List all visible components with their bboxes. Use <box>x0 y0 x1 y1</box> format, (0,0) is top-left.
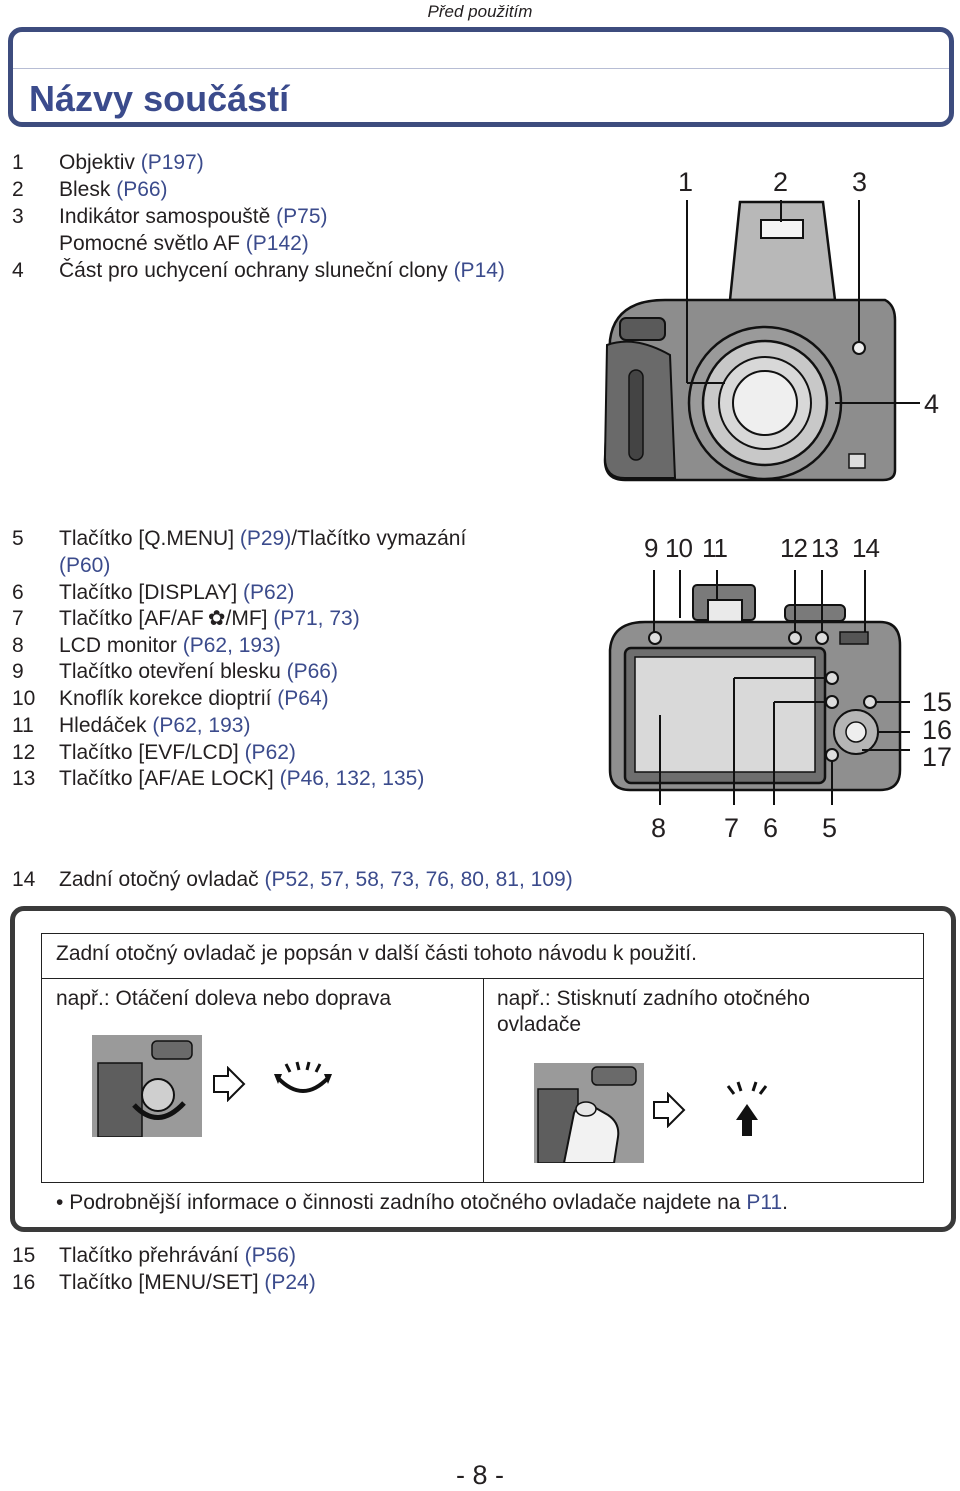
callout-1: 1 <box>678 167 694 197</box>
page-ref[interactable]: (P46, 132, 135) <box>279 767 425 790</box>
item-number: 12 <box>12 741 36 764</box>
section-header: Před použitím <box>427 2 533 21</box>
item-text: Tlačítko [AF/AF ✿/MF] <box>59 607 268 630</box>
page-ref[interactable]: (P62, 193) <box>152 714 251 737</box>
item-number: 11 <box>12 714 34 737</box>
item-text: LCD monitor <box>59 634 177 657</box>
callout-9: 9 <box>644 533 659 563</box>
title-rule <box>13 68 949 69</box>
item-number: 6 <box>12 581 24 604</box>
item-number: 5 <box>12 527 24 550</box>
table-divider <box>483 978 484 1182</box>
page-ref[interactable]: P11 <box>746 1191 783 1214</box>
item-text: Pomocné světlo AF <box>59 232 240 255</box>
page-ref[interactable]: (P56) <box>244 1244 296 1267</box>
page-ref[interactable]: (P52, 57, 58, 73, 76, 80, 81, 109) <box>264 868 573 891</box>
note-bullet-text: Podrobnější informace o činnosti zadního… <box>69 1191 741 1214</box>
callout-13: 13 <box>811 533 839 563</box>
note-table <box>41 933 924 1183</box>
callout-17: 17 <box>922 742 953 772</box>
callout-11: 11 <box>702 533 728 563</box>
arrow-right-icon <box>213 1066 246 1102</box>
page-ref[interactable]: (P29) <box>239 527 292 550</box>
item-text: Tlačítko [AF/AE LOCK] <box>59 767 274 790</box>
page-ref[interactable]: (P142) <box>245 232 309 255</box>
callout-3: 3 <box>852 167 868 197</box>
callout-2: 2 <box>773 167 789 197</box>
note-bullet: • Podrobnější informace o činnosti zadní… <box>56 1191 788 1214</box>
item-number: 9 <box>12 660 24 683</box>
callout-10: 10 <box>665 533 693 563</box>
callout-4: 4 <box>924 389 940 419</box>
item-text: Blesk <box>59 178 111 201</box>
page-number: - 8 - <box>455 1460 504 1490</box>
item-text: Tlačítko [EVF/LCD] <box>59 741 239 764</box>
item-number: 10 <box>12 687 36 710</box>
item-text: Tlačítko přehrávání <box>59 1244 239 1267</box>
item-number: 14 <box>12 868 36 891</box>
press-arrow-icon <box>726 1081 768 1136</box>
note-heading: Zadní otočný ovladač je popsán v další č… <box>56 942 697 965</box>
item-number: 7 <box>12 607 24 630</box>
item-text: Část pro uchycení ochrany sluneční clony <box>59 259 448 282</box>
callout-8: 8 <box>651 813 667 843</box>
note-box <box>10 906 956 1232</box>
item-text: Indikátor samospouště <box>59 205 271 228</box>
item-number: 13 <box>12 767 36 790</box>
page-ref[interactable]: (P64) <box>277 687 329 710</box>
callout-15: 15 <box>922 687 953 717</box>
page-ref[interactable]: (P62, 193) <box>182 634 281 657</box>
item-text: Tlačítko [Q.MENU] <box>59 527 235 550</box>
page-ref[interactable]: (P62) <box>244 741 296 764</box>
item-text: Tlačítko otevření blesku <box>59 660 281 683</box>
callout-5: 5 <box>822 813 838 843</box>
item-number: 3 <box>12 205 24 228</box>
item-text: Tlačítko [MENU/SET] <box>59 1271 259 1294</box>
arrow-right-icon <box>653 1092 686 1128</box>
camera-front-illustration <box>603 200 920 482</box>
item-number: 4 <box>12 259 24 282</box>
item-number: 1 <box>12 151 24 174</box>
callout-7: 7 <box>724 813 740 843</box>
callout-12: 12 <box>780 533 808 563</box>
page-ref[interactable]: (P60) <box>59 554 111 577</box>
rotate-arrows-icon <box>274 1061 332 1093</box>
page-ref[interactable]: (P66) <box>116 178 168 201</box>
camera-back-illustration <box>608 570 910 805</box>
item-number: 16 <box>12 1271 36 1294</box>
item-text: Objektiv <box>59 151 135 174</box>
item-number: 2 <box>12 178 24 201</box>
callout-6: 6 <box>763 813 779 843</box>
note-right-caption: např.: Stisknutí zadního otočného <box>497 987 810 1010</box>
table-divider <box>42 978 923 979</box>
note-left-caption: např.: Otáčení doleva nebo doprava <box>56 987 392 1010</box>
page-ref[interactable]: (P14) <box>453 259 505 282</box>
item-text: Hledáček <box>59 714 147 737</box>
item-text: /Tlačítko vymazání <box>291 527 467 550</box>
callout-14: 14 <box>852 533 880 563</box>
item-number: 15 <box>12 1244 36 1267</box>
page-ref[interactable]: (P197) <box>140 151 204 174</box>
item-number: 8 <box>12 634 24 657</box>
page-ref[interactable]: (P62) <box>243 581 295 604</box>
page-ref[interactable]: (P24) <box>264 1271 316 1294</box>
note-right-caption-2: ovladače <box>497 1013 582 1036</box>
page-title: Názvy součástí <box>29 78 290 119</box>
callout-16: 16 <box>922 715 953 745</box>
title-box: Názvy součástí <box>8 27 954 127</box>
item-text: Tlačítko [DISPLAY] <box>59 581 238 604</box>
item-text: Zadní otočný ovladač <box>59 868 259 891</box>
item-text: Knoflík korekce dioptrií <box>59 687 272 710</box>
dial-press-illustration <box>534 1063 644 1163</box>
dial-rotate-illustration <box>92 1035 202 1137</box>
page-ref[interactable]: (P66) <box>286 660 338 683</box>
note-bullet-end: . <box>782 1191 788 1214</box>
page-ref[interactable]: (P71, 73) <box>273 607 360 630</box>
page-ref[interactable]: (P75) <box>276 205 328 228</box>
